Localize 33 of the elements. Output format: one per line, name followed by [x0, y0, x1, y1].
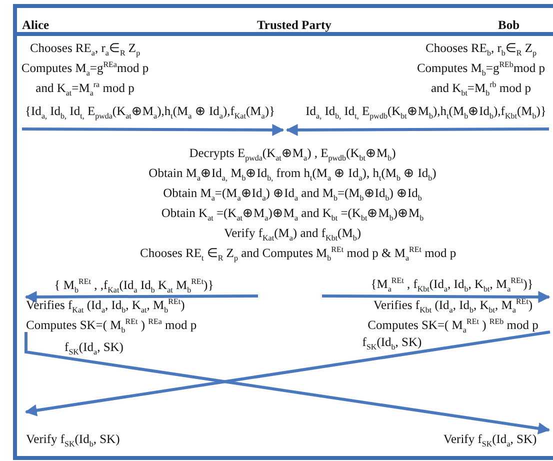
participant-label: Alice — [22, 18, 50, 33]
message-label: {M$_{a}$$^{REt}$ , f$_{Kbt}$(Id$_{a}$, Id$_{b}$, K$_{bt}$, M$_{a}$$^{REt}$)} — [370, 277, 534, 291]
step-text: Chooses RE$_{b}$, r$_{b}$∈$_{R}$ Z$_{p}$ — [426, 41, 536, 55]
arrow — [24, 332, 550, 434]
step-text: Chooses RE$_{a}$, r$_{a}$∈$_{R}$ Z$_{p}$ — [30, 41, 140, 55]
participant-label: Bob — [498, 18, 520, 33]
step-text: Computes M$_{a}$=g$^{REa}$mod p — [21, 61, 149, 75]
step-text: and K$_{bt}$=M$_{b}$$^{rb}$ mod p — [430, 81, 531, 95]
step-text: Obtain K$_{at}$ =(K$_{at}$⊕M$_{a}$)⊕M$_{a}$ and K$_{bt}$ =(K$_{bt}$⊕M$_{b}$)⊕M$_{b}$ — [161, 206, 424, 220]
arrow — [24, 290, 258, 303]
step-text: Computes M$_{b}$=g$^{REb}$mod p — [416, 61, 546, 75]
step-text: Verify f$_{SK}$(Id$_{b}$, SK) — [26, 432, 120, 446]
step-text: Obtain M$_{a}$=(M$_{a}$⊕Id$_{a}$) ⊕Id$_{a}$ and M$_{b}$=(M$_{b}$⊕Id$_{b}$) ⊕Id$_{b}$ — [163, 186, 422, 200]
step-text: Verify f$_{SK}$(Id$_{a}$, SK) — [443, 432, 537, 446]
step-text: Verify f$_{Kat}$(M$_{a}$) and f$_{Kbt}$(M$_{b}$) — [224, 226, 361, 240]
step-text: Decrypts E$_{pwda}$(K$_{at}$⊕M$_{a}$) , E$_{pwdb}$(K$_{bt}$⊕M$_{b}$) — [189, 146, 396, 160]
arrow — [322, 290, 550, 303]
message-label: {Id$_{a,}$ Id$_{b,}$ Id$_{t,}$ E$_{pwda}$(K$_{at}$⊕M$_{a}$),h$_{t}$(M$_{a}$ ⊕ Id$_{a}$),f$_{Kat}$(M$_{a}$)} — [25, 104, 275, 118]
arrow — [22, 124, 284, 136]
message-label: Id$_{a,}$ Id$_{b,}$ Id$_{t,}$ E$_{pwdb}$(K$_{bt}$⊕M$_{b}$),h$_{t}$(M$_{b}$⊕Id$_{b}$),f$_{Kbt}$(M$_{b}$)} — [306, 104, 546, 118]
arrow — [24, 330, 550, 416]
step-text: Obtain M$_{a}$⊕Id$_{a,}$ M$_{b}$⊕Id$_{b,}$ from h$_{t}$(M$_{a}$ ⊕ Id$_{a}$), h$_{t}$(M$_{b}$ ⊕ Id$_{b}$) — [148, 166, 436, 180]
step-text: Computes SK=( M$_{a}$$^{REt}$ ) $^{REb}$ mod p — [368, 318, 538, 332]
step-text: Computes SK=( M$_{b}$$^{REt}$ ) $^{REa}$ mod p — [26, 318, 197, 332]
step-text: Verifies f$_{Kat}$ (Id$_{a}$, Id$_{b}$, K$_{at}$, M$_{b}$$^{REt}$) — [26, 298, 185, 312]
step-text: and K$_{at}$=M$_{a}$$^{ra}$ mod p — [36, 81, 134, 95]
message-label: { M$_{b}$$^{REt}$ , ,f$_{Kat}$(Id$_{a}$ Id$_{b}$ K$_{at}$ M$_{b}$$^{REt}$)} — [54, 278, 214, 292]
participant-label: Trusted Party — [257, 18, 332, 33]
message-label: f$_{SK}$(Id$_{a}$, SK) — [64, 340, 124, 354]
step-text: Verifies f$_{Kbt}$ (Id$_{a}$, Id$_{b}$, K$_{bt}$, M$_{a}$$^{REt}$) — [373, 298, 533, 312]
message-label: f$_{SK}$(Id$_{b}$, SK) — [362, 335, 422, 349]
step-text: Chooses RE$_{t}$ ∈$_{R}$ Z$_{p}$ and Computes M$_{b}$$^{REt}$ mod p & M$_{a}$$^{REt}$ mod p — [140, 246, 456, 260]
arrow — [286, 124, 549, 136]
